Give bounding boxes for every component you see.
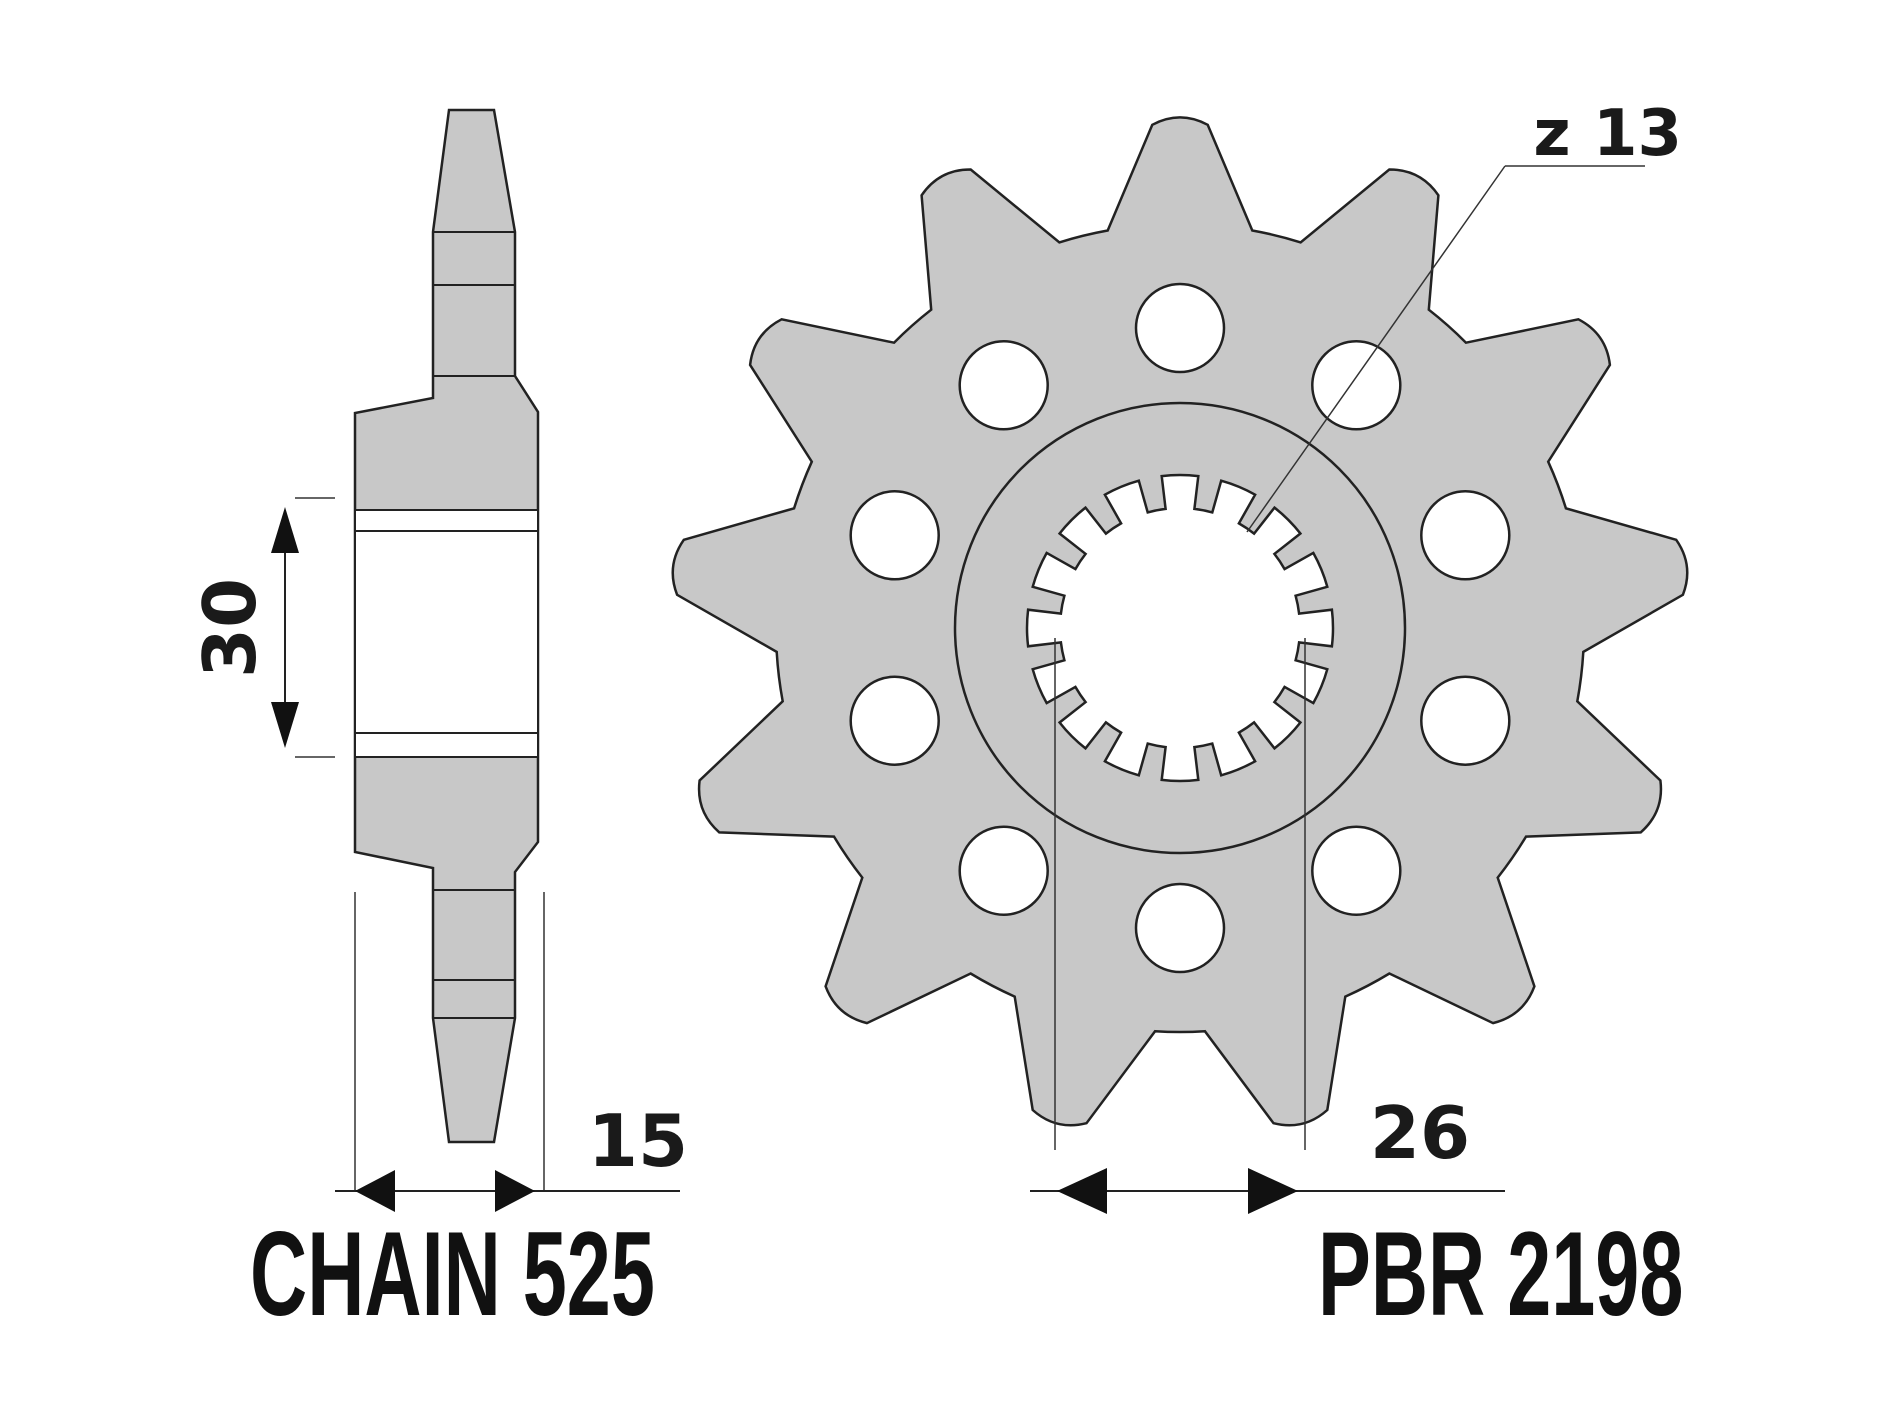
hub-width-label: 30 xyxy=(188,578,272,678)
arrowhead xyxy=(271,507,299,553)
arrowhead xyxy=(1248,1168,1298,1214)
bolt-hole xyxy=(1134,282,1226,374)
bolt-hole xyxy=(1420,490,1511,581)
bolt-hole xyxy=(1134,882,1226,974)
sprocket-front-view: z 13 26 xyxy=(671,97,1689,1214)
hub-ring xyxy=(953,401,1407,855)
arrowhead xyxy=(495,1170,535,1212)
part-number-label: PBR 2198 xyxy=(1318,1206,1683,1341)
bolt-hole xyxy=(849,490,940,581)
leader-line xyxy=(1246,165,1506,533)
hub-band xyxy=(354,509,539,532)
hub-band xyxy=(354,732,539,758)
bolt-hole xyxy=(849,675,940,766)
arrowhead xyxy=(1057,1168,1107,1214)
spline-bore xyxy=(1025,473,1335,783)
teeth-count-label: z 13 xyxy=(1533,97,1682,171)
hub-center xyxy=(354,530,539,734)
spline-diameter-label: 26 xyxy=(1370,1091,1470,1175)
tooth-width-label: 15 xyxy=(588,1099,688,1183)
bolt-hole xyxy=(1420,675,1511,766)
arrowhead xyxy=(355,1170,395,1212)
bolt-holes xyxy=(849,282,1511,974)
bolt-hole xyxy=(958,340,1049,431)
chain-label: CHAIN 525 xyxy=(250,1206,655,1341)
bolt-hole xyxy=(1311,340,1402,431)
sprocket-side-view: 30 15 xyxy=(188,108,688,1212)
bolt-hole xyxy=(958,825,1049,916)
bolt-hole xyxy=(1311,825,1402,916)
arrowhead xyxy=(271,702,299,748)
